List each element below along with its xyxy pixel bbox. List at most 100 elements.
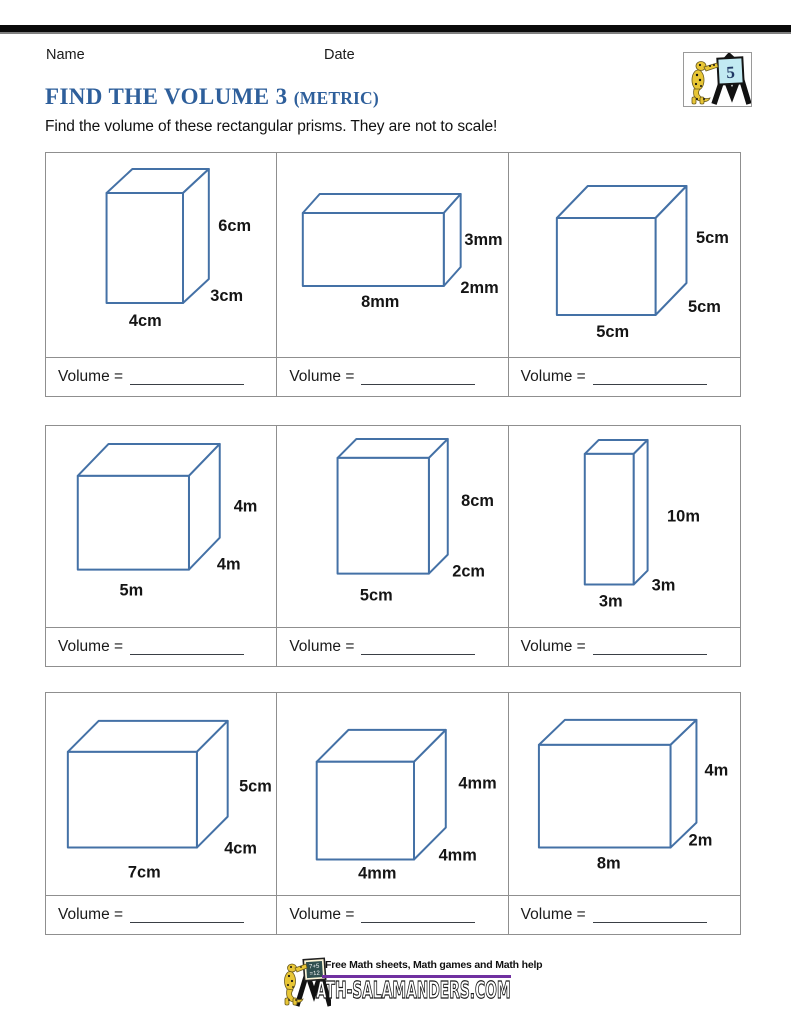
volume-label: Volume = bbox=[520, 638, 586, 655]
problem-cell: 5cm 5cm 5cm bbox=[509, 153, 740, 357]
date-label: Date bbox=[324, 47, 355, 63]
grade-badge-logo: 5 bbox=[683, 52, 752, 107]
answer-blank[interactable] bbox=[130, 639, 245, 655]
volume-label: Volume = bbox=[520, 906, 586, 923]
width-dimension-label: 5cm bbox=[596, 323, 629, 341]
footer-purple-rule bbox=[322, 975, 511, 978]
volume-answer-cell: Volume = bbox=[277, 628, 509, 666]
problem-cell: 8cm 2cm 5cm bbox=[277, 426, 509, 630]
salamander-easel-icon: 7+5 =12 bbox=[284, 957, 331, 1007]
width-dimension-label: 4cm bbox=[129, 312, 162, 330]
prism-front-face bbox=[105, 192, 184, 304]
volume-answer-cell: Volume = bbox=[46, 628, 278, 666]
depth-dimension-label: 3cm bbox=[210, 287, 243, 305]
volume-label: Volume = bbox=[520, 368, 586, 385]
prism-front-face bbox=[76, 474, 190, 571]
prism-front-face bbox=[555, 217, 657, 316]
prism-figure: 4m 2m 8m bbox=[537, 718, 728, 872]
problem-cell: 4m 2m 8m bbox=[509, 693, 740, 896]
height-dimension-label: 4m bbox=[704, 762, 728, 780]
title-main: FIND THE VOLUME 3 bbox=[45, 84, 288, 109]
height-dimension-label: 8cm bbox=[461, 492, 494, 510]
answer-blank[interactable] bbox=[361, 907, 476, 923]
drawing-row: 4m 4m 5m 8cm 2cm 5cm 10m 3m 3m bbox=[46, 426, 740, 630]
answer-blank[interactable] bbox=[592, 369, 707, 385]
prism-figure: 5cm 4cm 7cm bbox=[66, 719, 272, 881]
depth-dimension-label: 3m bbox=[651, 577, 675, 595]
depth-dimension-label: 4m bbox=[217, 556, 241, 574]
height-dimension-label: 4m bbox=[234, 498, 258, 516]
board-line-2: =12 bbox=[309, 971, 320, 978]
board-line-1: 7+5 bbox=[309, 964, 320, 971]
depth-dimension-label: 4cm bbox=[224, 840, 257, 858]
prism-figure: 8cm 2cm 5cm bbox=[336, 437, 494, 604]
volume-answer-cell: Volume = bbox=[509, 358, 740, 396]
volume-answer-cell: Volume = bbox=[277, 896, 509, 934]
width-dimension-label: 8m bbox=[596, 854, 620, 872]
salamander-easel-icon: 5 bbox=[691, 53, 751, 105]
volume-answer-cell: Volume = bbox=[277, 358, 509, 396]
problem-cell: 10m 3m 3m bbox=[509, 426, 740, 629]
prism-front-face bbox=[66, 750, 198, 849]
prism-figure: 5cm 5cm 5cm bbox=[555, 185, 729, 341]
footer-logo: 7+5 =12 Free Math sheets, Math games and… bbox=[283, 955, 543, 1013]
depth-dimension-label: 2mm bbox=[461, 279, 499, 297]
width-dimension-label: 8mm bbox=[361, 293, 399, 311]
prism-side-face bbox=[632, 438, 649, 586]
width-dimension-label: 4mm bbox=[358, 864, 396, 882]
problem-cell: 4m 4m 5m bbox=[46, 426, 278, 630]
volume-label: Volume = bbox=[58, 906, 124, 923]
drawing-row: 6cm 3cm 4cm 3mm 2mm 8mm 5cm 5cm 5cm bbox=[46, 153, 740, 357]
answer-blank[interactable] bbox=[130, 907, 245, 923]
prism-figure: 4mm 4mm 4mm bbox=[316, 728, 497, 882]
answer-blank[interactable] bbox=[130, 369, 245, 385]
prism-figure: 10m 3m 3m bbox=[583, 438, 700, 610]
problem-table-row-1: 6cm 3cm 4cm 3mm 2mm 8mm 5cm 5cm 5cm Volu… bbox=[45, 152, 741, 397]
problem-cell: 5cm 4cm 7cm bbox=[46, 693, 278, 897]
answer-blank[interactable] bbox=[592, 639, 707, 655]
footer-tagline: Free Math sheets, Math games and Math he… bbox=[325, 959, 543, 971]
volume-row: Volume = Volume = Volume = bbox=[46, 895, 740, 934]
width-dimension-label: 7cm bbox=[128, 863, 161, 881]
top-rule-gray bbox=[0, 32, 791, 34]
prism-front-face bbox=[316, 760, 416, 861]
depth-dimension-label: 2cm bbox=[453, 563, 486, 581]
height-dimension-label: 6cm bbox=[218, 217, 251, 235]
volume-row: Volume = Volume = Volume = bbox=[46, 357, 740, 396]
prism-front-face bbox=[302, 212, 446, 287]
height-dimension-label: 10m bbox=[667, 508, 700, 526]
page-title: FIND THE VOLUME 3 (METRIC) bbox=[45, 84, 379, 110]
prism-side-face bbox=[428, 437, 450, 575]
answer-blank[interactable] bbox=[592, 907, 707, 923]
prism-top-face bbox=[302, 193, 462, 214]
answer-blank[interactable] bbox=[361, 639, 476, 655]
drawing-row: 5cm 4cm 7cm 4mm 4mm 4mm 4m 2m 8m bbox=[46, 693, 740, 897]
width-dimension-label: 3m bbox=[598, 592, 622, 610]
width-dimension-label: 5cm bbox=[360, 586, 393, 604]
width-dimension-label: 5m bbox=[120, 581, 144, 599]
site-wordmark: ATH-SALAMANDERS.COM bbox=[316, 977, 640, 1004]
prism-front-face bbox=[336, 456, 431, 575]
top-rule-black bbox=[0, 25, 791, 32]
volume-label: Volume = bbox=[58, 368, 124, 385]
depth-dimension-label: 4mm bbox=[439, 846, 477, 864]
problem-cell: 6cm 3cm 4cm bbox=[46, 153, 278, 357]
prism-front-face bbox=[583, 452, 635, 586]
volume-label: Volume = bbox=[289, 906, 355, 923]
answer-blank[interactable] bbox=[361, 369, 476, 385]
volume-label: Volume = bbox=[289, 638, 355, 655]
prism-figure: 4m 4m 5m bbox=[76, 442, 258, 600]
problem-table-row-3: 5cm 4cm 7cm 4mm 4mm 4mm 4m 2m 8m Volume … bbox=[45, 692, 741, 935]
prism-figure: 6cm 3cm 4cm bbox=[105, 168, 251, 330]
volume-label: Volume = bbox=[289, 368, 355, 385]
height-dimension-label: 4mm bbox=[459, 775, 497, 793]
problem-table-row-2: 4m 4m 5m 8cm 2cm 5cm 10m 3m 3m Volume =V… bbox=[45, 425, 741, 667]
volume-answer-cell: Volume = bbox=[46, 358, 278, 396]
prism-side-face bbox=[182, 168, 210, 304]
depth-dimension-label: 5cm bbox=[688, 298, 721, 316]
problem-cell: 3mm 2mm 8mm bbox=[277, 153, 509, 357]
height-dimension-label: 5cm bbox=[239, 778, 272, 796]
problem-cell: 4mm 4mm 4mm bbox=[277, 693, 509, 897]
prism-front-face bbox=[537, 743, 672, 849]
volume-row: Volume = Volume = Volume = bbox=[46, 627, 740, 666]
